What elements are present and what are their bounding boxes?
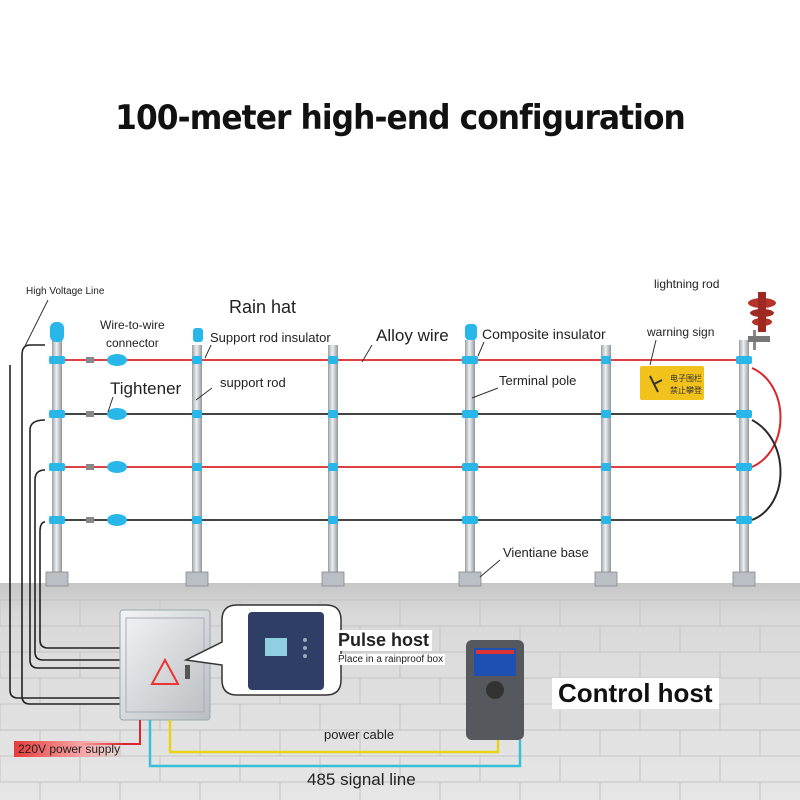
insulator xyxy=(462,410,478,418)
fence-pole xyxy=(52,340,62,580)
label-control-host: Control host xyxy=(552,678,719,709)
label-tightener: Tightener xyxy=(110,379,182,398)
pole-base xyxy=(594,571,618,587)
pole-base xyxy=(458,571,482,587)
insulator xyxy=(49,410,65,418)
label-vientiane-base: Vientiane base xyxy=(503,545,589,560)
label-rainproof-note: Place in a rainproof box xyxy=(336,654,446,665)
insulator xyxy=(192,516,202,524)
insulator xyxy=(601,463,611,471)
black-loop-wire xyxy=(751,419,782,521)
connector-icon xyxy=(86,357,94,363)
insulator xyxy=(328,516,338,524)
pointer-lines xyxy=(107,341,501,578)
label-lightning-rod: lightning rod xyxy=(654,277,720,291)
tightener-icon xyxy=(107,354,127,366)
tightener-icon xyxy=(107,514,127,526)
warning-sign-text-1: 电子围栏 xyxy=(670,373,702,383)
control-host-device xyxy=(466,640,524,740)
insulators xyxy=(49,354,752,526)
label-composite-insulator: Composite insulator xyxy=(478,326,610,342)
label-signal-line: 485 signal line xyxy=(307,770,416,789)
insulator xyxy=(462,356,478,364)
insulator xyxy=(736,516,752,524)
label-pulse-host: Pulse host xyxy=(335,630,433,651)
label-power-supply: 220V power supply xyxy=(14,741,125,757)
fence-pole xyxy=(739,340,749,580)
insulator xyxy=(601,356,611,364)
insulator xyxy=(328,356,338,364)
label-connector: connector xyxy=(106,336,159,350)
rain-hat-icon xyxy=(50,322,477,342)
insulator xyxy=(462,463,478,471)
label-support-rod-insulator: Support rod insulator xyxy=(206,330,335,345)
rainproof-box xyxy=(119,609,211,721)
label-terminal-pole: Terminal pole xyxy=(499,373,577,388)
pole-base xyxy=(321,571,345,587)
label-warning-sign: warning sign xyxy=(647,325,715,339)
high-voltage-pointer xyxy=(21,299,49,353)
red-loop-wire xyxy=(751,367,782,468)
insulator xyxy=(328,463,338,471)
pole-base xyxy=(45,571,69,587)
connector-icon xyxy=(86,411,94,417)
label-rain-hat: Rain hat xyxy=(229,297,297,317)
insulator xyxy=(192,356,202,364)
warning-sign-icon xyxy=(640,366,704,400)
signal-cable xyxy=(148,720,522,768)
label-power-cable: power cable xyxy=(324,727,395,742)
alloy-wires xyxy=(57,359,744,521)
fence-pole xyxy=(465,340,475,580)
page-title: 100-meter high-end configuration xyxy=(115,98,686,138)
insulator xyxy=(736,410,752,418)
insulator xyxy=(462,516,478,524)
insulator xyxy=(49,516,65,524)
pole-base xyxy=(732,571,756,587)
power-cable xyxy=(168,720,500,754)
tightener-icon xyxy=(107,408,127,420)
connector-icon xyxy=(86,517,94,523)
label-alloy-wire: Alloy wire xyxy=(376,326,449,345)
connector-icon xyxy=(86,464,94,470)
insulator xyxy=(192,410,202,418)
insulator xyxy=(736,463,752,471)
insulator xyxy=(49,463,65,471)
label-wire-to-wire: Wire-to-wire xyxy=(100,318,165,332)
label-support-rod: support rod xyxy=(220,375,286,390)
insulator xyxy=(192,463,202,471)
pulse-host-device xyxy=(248,612,324,690)
insulator xyxy=(736,356,752,364)
insulator xyxy=(49,356,65,364)
insulator xyxy=(601,516,611,524)
lightning-rod-icon xyxy=(748,292,776,350)
label-high-voltage-line: High Voltage Line xyxy=(26,286,105,297)
pole-base xyxy=(185,571,209,587)
insulator xyxy=(601,410,611,418)
warning-sign-text-2: 禁止攀登 xyxy=(670,385,702,395)
insulator xyxy=(328,410,338,418)
tightener-icon xyxy=(107,461,127,473)
